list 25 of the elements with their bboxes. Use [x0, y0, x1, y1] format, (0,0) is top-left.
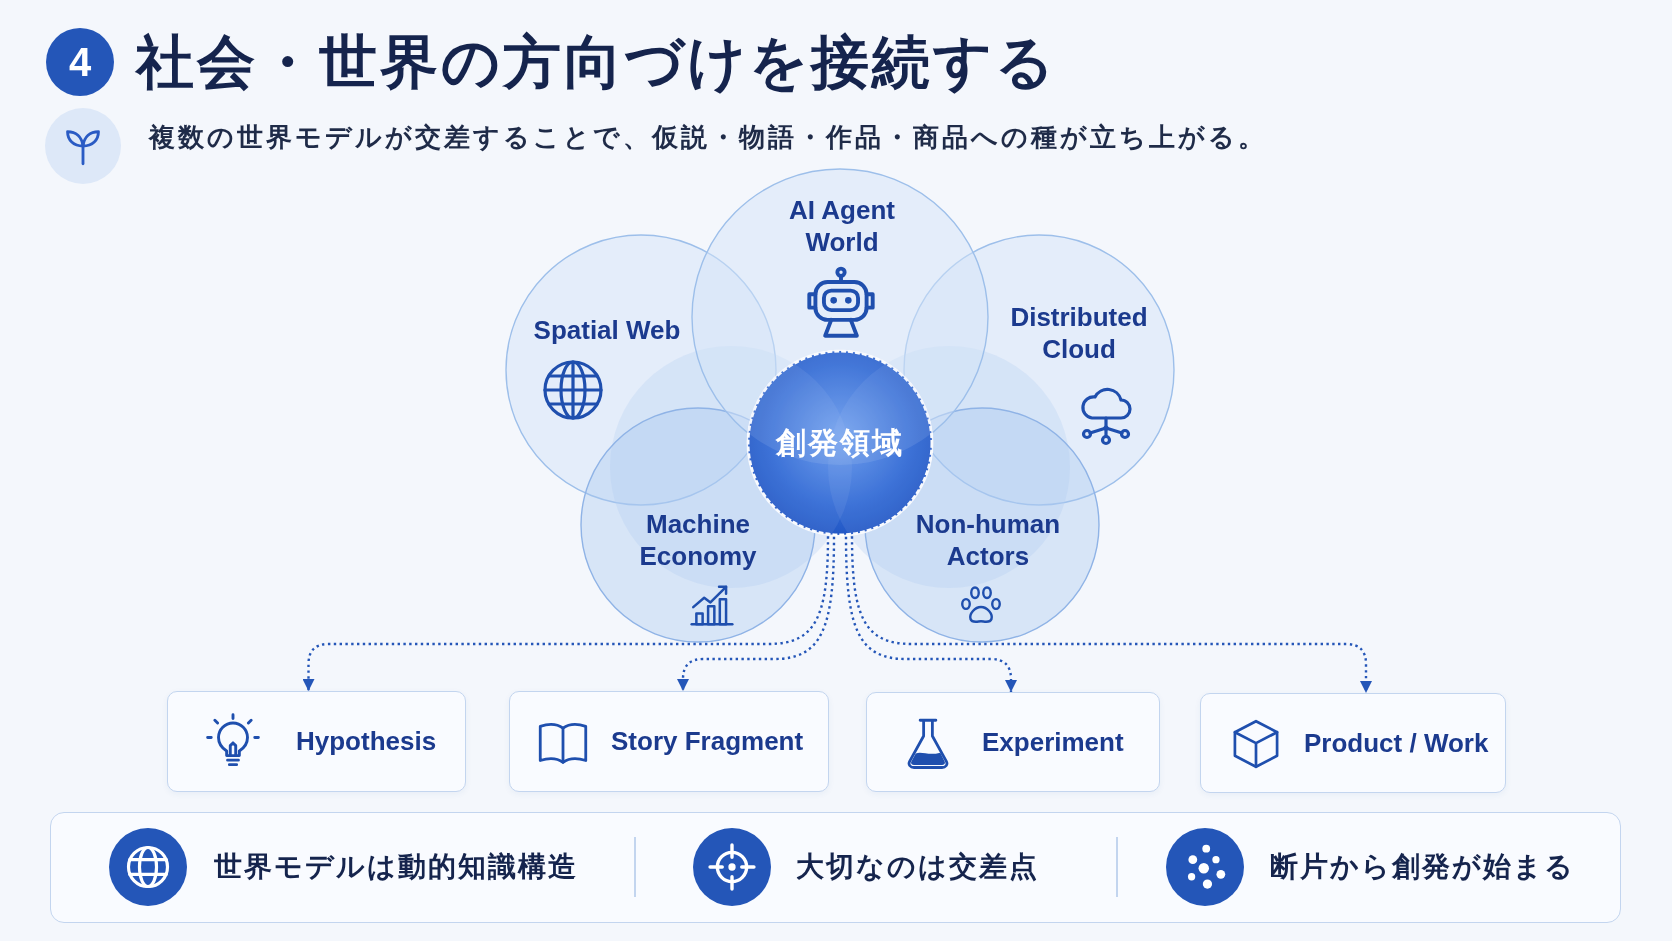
number-badge: 4: [46, 28, 114, 96]
topic-label: Spatial Web: [533, 314, 681, 346]
output-card: [167, 691, 466, 792]
summary-text: 大切なのは交差点: [796, 850, 1039, 884]
output-label: Experiment: [982, 725, 1124, 759]
output-card: [866, 692, 1160, 792]
topic-label: Machine Economy: [638, 508, 758, 572]
summary-text: 世界モデルは動的知識構造: [214, 850, 578, 884]
subtitle: 複数の世界モデルが交差することで、仮説・物語・作品・商品への種が立ち上がる。: [149, 121, 1267, 154]
summary-bar: [50, 812, 1621, 923]
summary-text: 断片から創発が始まる: [1270, 850, 1575, 884]
dotted-arrow: [844, 536, 1017, 692]
output-card: [1200, 693, 1506, 793]
title: 社会・世界の方向づけを接続する: [136, 28, 1057, 96]
topic-label: AI Agent World: [788, 194, 896, 258]
output-label: Story Fragment: [611, 725, 804, 758]
topic-label: Distributed Cloud: [1009, 301, 1149, 365]
dotted-arrow: [677, 536, 836, 691]
output-label: Hypothesis: [296, 725, 437, 758]
output-label: Product / Work: [1304, 726, 1489, 760]
core-label: 創発領域: [776, 425, 904, 461]
output-card: [509, 691, 829, 792]
dotted-arrow: [302, 536, 830, 691]
topic-label: Non-human Actors: [915, 508, 1061, 572]
dotted-arrow: [850, 536, 1372, 693]
